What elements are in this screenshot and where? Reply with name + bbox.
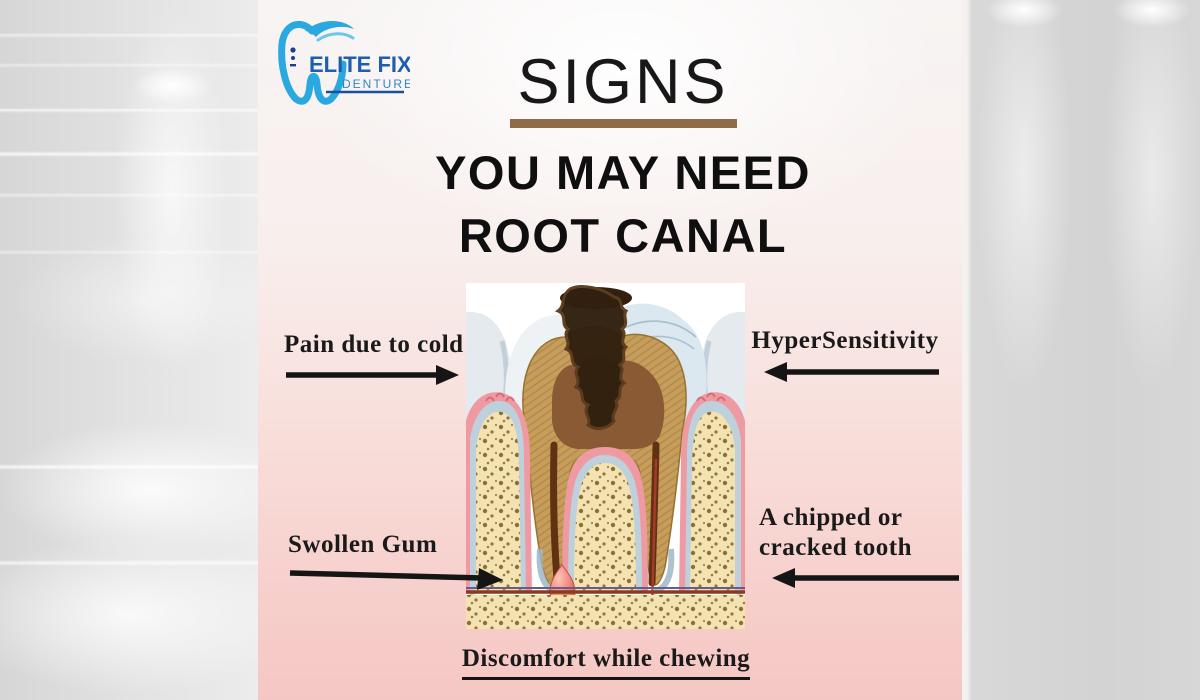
callout-hypersensitivity: HyperSensitivity [749,327,941,385]
brand-logo: ELITE FIX DENTURE [276,14,412,106]
page-title: SIGNS [517,47,729,117]
arrow-left-icon [772,568,959,588]
callout-chipped-tooth: A chipped or cracked tooth [759,503,961,590]
tooth-logo-icon: ELITE FIX DENTURE [278,20,412,105]
callout-hypersensitivity-label: HyperSensitivity [751,327,939,354]
studio-backdrop-left [0,0,258,700]
header: SIGNS YOU MAY NEED ROOT CANAL [271,50,975,267]
callout-chipped-line-2: cracked tooth [759,534,912,561]
subtitle: YOU MAY NEED ROOT CANAL [271,141,975,267]
callout-discomfort-chewing: Discomfort while chewing [447,645,765,680]
callout-pain-due-to-cold: Pain due to cold [284,331,464,388]
tooth-illustration-panel [466,283,745,629]
callout-swollen-gum: Swollen Gum [288,531,506,594]
subtitle-line-1: YOU MAY NEED [435,146,811,199]
callout-discomfort-label: Discomfort while chewing [461,645,751,680]
subtitle-line-2: ROOT CANAL [458,209,788,262]
callout-swollen-gum-label: Swollen Gum [288,531,438,558]
arrow-right-icon [289,568,503,590]
brand-sub: DENTURE [342,77,410,91]
title-underline [509,119,737,128]
brand-name: ELITE FIX [309,52,410,77]
infographic-panel: ELITE FIX DENTURE SIGNS YOU MAY NEED ROO… [258,0,962,700]
callout-pain-label: Pain due to cold [284,331,464,358]
arrow-left-icon [764,362,939,382]
studio-backdrop-right [962,0,1200,700]
arrow-right-icon [286,365,459,385]
callout-chipped-line-1: A chipped or [759,504,903,531]
decayed-molar-cross-section [466,283,745,629]
